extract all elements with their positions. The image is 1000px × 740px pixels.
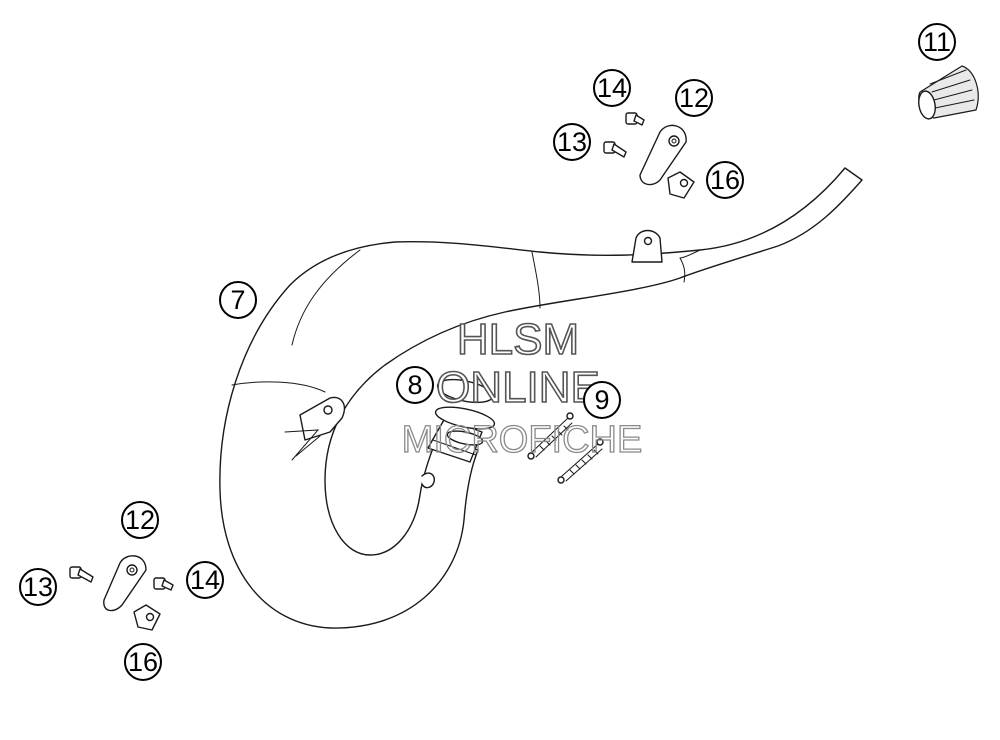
callout-11[interactable]: 11 [918,23,956,61]
callout-12-top-label: 12 [679,83,709,113]
callout-13-bottom-label: 13 [23,572,53,602]
callout-16-top-label: 16 [710,165,740,195]
callout-16-bottom[interactable]: 16 [124,643,162,681]
exhaust-spring-1 [527,412,574,460]
callout-8-label: 8 [407,370,422,400]
callout-13-bottom[interactable]: 13 [19,568,57,606]
callout-7[interactable]: 7 [219,281,257,319]
bolt-bottom-14 [153,577,174,591]
callout-14-bottom[interactable]: 14 [186,561,224,599]
bracket-bottom [103,555,147,612]
watermark-line-2: ONLINE [436,363,600,412]
callout-12-bottom[interactable]: 12 [121,501,159,539]
clip-nut-bottom [133,604,161,631]
watermark-line-1: HLSM [457,315,579,364]
callout-12-bottom-label: 12 [125,505,155,535]
exhaust-spring-2 [557,438,604,484]
callout-12-top[interactable]: 12 [675,79,713,117]
watermark: HLSM ONLINE MICROFICHE [401,314,643,461]
bolt-top-14 [625,112,645,126]
callout-16-top[interactable]: 16 [706,161,744,199]
callout-13-top[interactable]: 13 [553,123,591,161]
o-ring-part [434,378,496,446]
rubber-sleeve [918,65,979,120]
callout-11-label: 11 [923,27,951,57]
callout-13-top-label: 13 [557,127,587,157]
callout-8[interactable]: 8 [396,366,434,404]
exhaust-pipe [219,167,863,629]
bracket-top [639,124,687,186]
callout-14-top-label: 14 [597,73,627,103]
callout-14-top[interactable]: 14 [593,69,631,107]
callout-9-label: 9 [594,385,609,415]
callout-14-bottom-label: 14 [190,565,220,595]
callout-9[interactable]: 9 [583,381,621,419]
callout-7-label: 7 [230,285,245,315]
callout-16-bottom-label: 16 [128,647,158,677]
bolt-bottom-13 [69,566,94,583]
watermark-line-3: MICROFICHE [402,419,643,461]
bolt-top-13 [603,141,627,158]
clip-nut-top [667,171,695,199]
